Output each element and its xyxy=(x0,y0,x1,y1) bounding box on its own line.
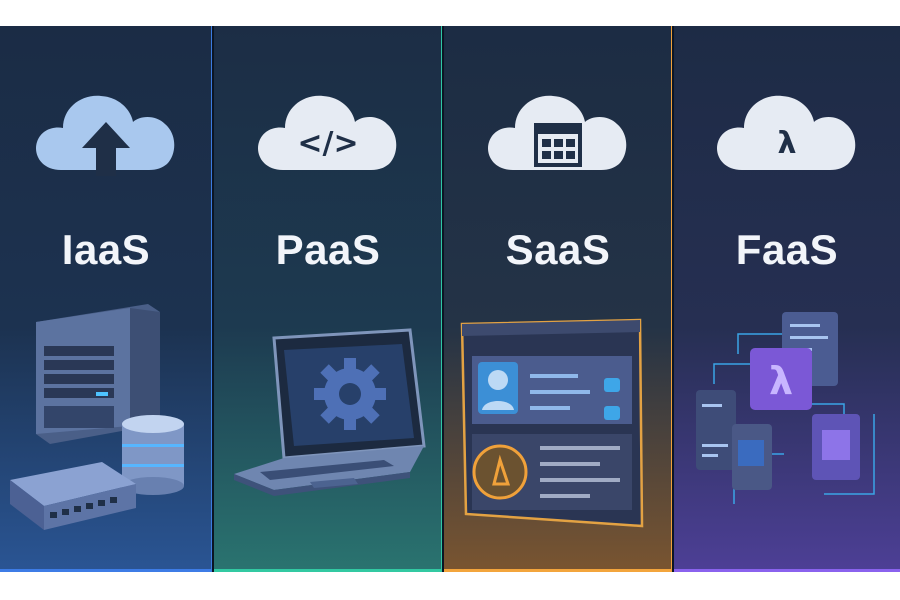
software-illustration xyxy=(460,318,644,528)
server-tower-icon xyxy=(36,304,160,444)
code-icon: </> xyxy=(297,126,359,161)
title-paas: PaaS xyxy=(275,226,381,273)
cloud-service-models-diagram: IaaS xyxy=(0,26,900,572)
panel-saas: SaaS xyxy=(442,26,672,572)
user-avatar-icon xyxy=(478,362,518,414)
infrastructure-illustration xyxy=(10,304,184,530)
panel-paas: </> PaaS xyxy=(212,26,442,572)
cloud-icon: λ xyxy=(712,78,862,178)
svg-text:λ: λ xyxy=(769,359,793,403)
lambda-function-icon: λ xyxy=(750,348,812,410)
functions-illustration: λ xyxy=(696,312,875,504)
platform-illustration xyxy=(234,328,426,496)
function-card-icon xyxy=(812,414,860,480)
title-iaas: IaaS xyxy=(61,226,151,273)
cloud-icon: </> xyxy=(253,78,403,178)
title-saas: SaaS xyxy=(505,226,611,273)
title-faas: FaaS xyxy=(735,226,839,273)
database-icon xyxy=(122,415,184,495)
function-card-icon xyxy=(696,390,736,470)
panel-iaas: IaaS xyxy=(0,26,212,572)
function-card-icon xyxy=(732,424,772,490)
app-grid-icon xyxy=(534,123,582,167)
app-logo-icon xyxy=(472,444,528,500)
network-switch-icon xyxy=(10,462,136,530)
gear-icon xyxy=(314,358,386,430)
upload-arrow-icon xyxy=(82,122,130,176)
panel-faas: λ FaaS xyxy=(672,26,900,572)
cloud-icon xyxy=(483,78,633,178)
lambda-icon: λ xyxy=(777,126,797,161)
cloud-icon xyxy=(31,78,181,178)
